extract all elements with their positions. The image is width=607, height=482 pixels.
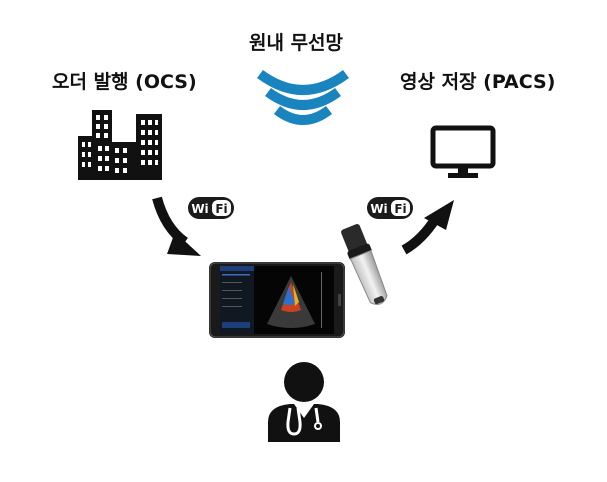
wifi-badge-left: Wi Fi: [187, 196, 235, 220]
ultrasound-probe-icon: [341, 223, 388, 305]
ultrasound-tablet-icon: [209, 262, 345, 338]
arrow-to-monitor-icon: [401, 200, 454, 255]
wireless-signal-icon: [257, 69, 349, 125]
doctor-icon: [268, 362, 340, 442]
svg-text:Fi: Fi: [215, 202, 227, 216]
network-title: 원내 무선망: [249, 32, 344, 54]
pacs-label: 영상 저장 (PACS): [400, 71, 556, 93]
svg-text:Fi: Fi: [394, 202, 406, 216]
ocs-label: 오더 발행 (OCS): [52, 71, 197, 93]
svg-text:Wi: Wi: [191, 202, 208, 216]
hospital-buildings-icon: [78, 110, 162, 180]
wifi-badge-right: Wi Fi: [366, 196, 414, 220]
wifi-icon: Wi Fi: [367, 197, 413, 219]
wifi-icon: Wi Fi: [188, 197, 234, 219]
svg-text:Wi: Wi: [370, 202, 387, 216]
arrow-to-tablet-icon: [152, 196, 201, 256]
monitor-icon: [430, 125, 496, 178]
